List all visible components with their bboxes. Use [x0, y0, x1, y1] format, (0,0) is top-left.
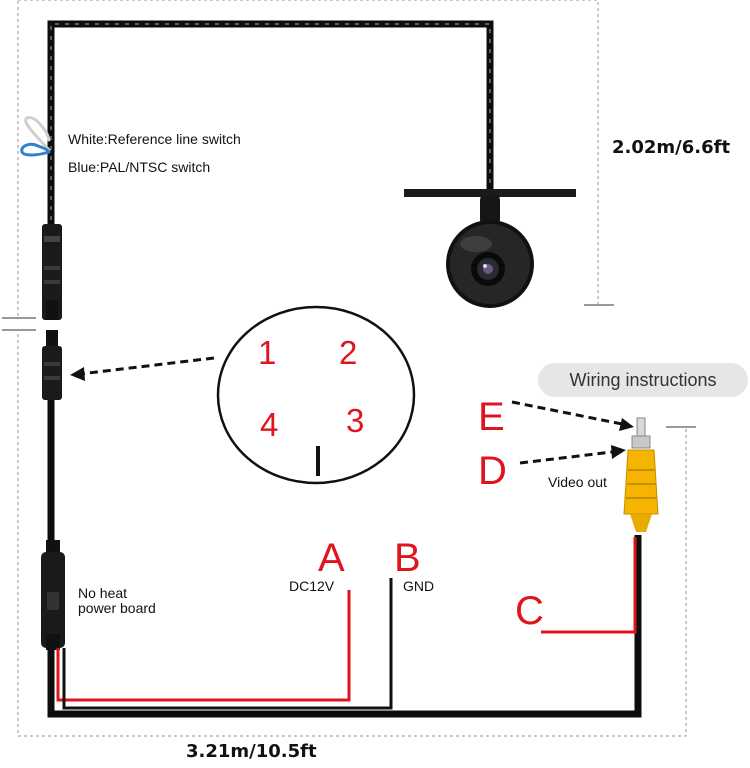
- dc12v-label: DC12V: [289, 578, 335, 594]
- blue-wire-label: Blue:PAL/NTSC switch: [68, 159, 210, 175]
- pointer-arrow-e: [511, 400, 634, 431]
- letter-d: D: [478, 449, 507, 493]
- camera-icon: [404, 189, 576, 308]
- letter-a: A: [318, 536, 345, 580]
- pin-1-label: 1: [258, 334, 276, 371]
- pin-3-label: 3: [346, 402, 364, 439]
- dimension-frame: [17, 0, 687, 737]
- red-wire-c: [541, 537, 637, 634]
- pointer-arrow-d: [519, 445, 626, 465]
- pin-diagram: 1 2 4 3: [216, 305, 416, 485]
- pin-4-label: 4: [260, 406, 278, 443]
- gnd-label: GND: [403, 578, 434, 594]
- vertical-cable-length: 2.02m/6.6ft: [612, 137, 730, 158]
- pin-pointer-arrow: [70, 356, 215, 381]
- pin-2-label: 2: [339, 334, 357, 371]
- dimension-ticks: [2, 304, 696, 428]
- letter-c: C: [515, 589, 544, 633]
- cable-braid: [50, 23, 491, 230]
- switch-wires: [20, 116, 51, 157]
- wiring-instructions-label: Wiring instructions: [569, 370, 716, 390]
- power-board-label-line-1: No heat: [78, 585, 127, 601]
- video-out-label: Video out: [548, 474, 607, 490]
- white-wire-label: White:Reference line switch: [68, 131, 241, 147]
- rca-connector-icon: [623, 417, 659, 532]
- letter-e: E: [478, 395, 505, 439]
- aviation-connector-bottom: [42, 330, 62, 400]
- power-wires: [56, 578, 393, 710]
- aviation-connector-top: [42, 224, 62, 320]
- horizontal-cable-length: 3.21m/10.5ft: [186, 741, 317, 762]
- wiring-instructions-badge: Wiring instructions: [538, 363, 748, 397]
- power-board-icon: [41, 540, 65, 650]
- letter-b: B: [394, 536, 421, 580]
- power-board-label-line-2: power board: [78, 600, 156, 616]
